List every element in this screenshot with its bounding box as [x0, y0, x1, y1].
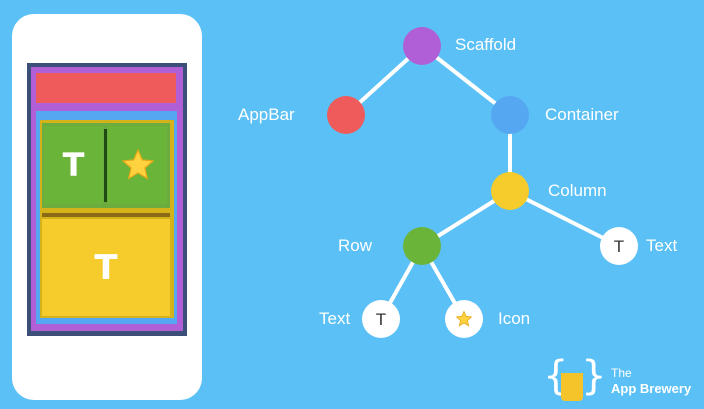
row-box: T	[42, 123, 170, 208]
node-glyph-text-left: T	[376, 310, 386, 329]
tree-edge-column-text_right	[509, 189, 620, 248]
node-label-container: Container	[545, 105, 619, 124]
node-label-text-left: Text	[319, 309, 351, 328]
app-brewery-logo: The App Brewery	[611, 366, 691, 396]
logo-cup-icon	[561, 373, 583, 401]
tree-node-container	[491, 96, 529, 134]
row-text-glyph: T	[62, 146, 85, 184]
row-text-cell: T	[44, 126, 103, 204]
node-glyph-text-right: T	[614, 237, 624, 256]
tree-node-scaffold	[403, 27, 441, 65]
appbar-box	[36, 73, 176, 103]
tree-nodes: TT	[327, 27, 638, 338]
node-label-text-right: Text	[646, 236, 678, 255]
column-text-glyph: T	[94, 247, 118, 288]
star-icon	[455, 310, 473, 327]
tree-node-text-right: T	[600, 227, 638, 265]
tree-node-icon	[445, 300, 483, 338]
node-label-icon: Icon	[498, 309, 531, 328]
node-label-column: Column	[548, 181, 607, 200]
row-divider	[104, 129, 107, 202]
tree-node-column	[491, 172, 529, 210]
logo-line1: The	[611, 366, 632, 380]
column-text-box: T	[42, 219, 170, 316]
node-label-row: Row	[338, 236, 373, 255]
node-label-appbar: AppBar	[238, 105, 295, 124]
node-label-scaffold: Scaffold	[455, 35, 517, 54]
column-divider	[42, 213, 170, 217]
star-icon	[121, 148, 154, 180]
tree-node-appbar	[327, 96, 365, 134]
tree-node-row	[403, 227, 441, 265]
tree-node-text-left: T	[362, 300, 400, 338]
row-icon-cell	[108, 126, 167, 204]
logo-line2: App Brewery	[611, 381, 692, 396]
